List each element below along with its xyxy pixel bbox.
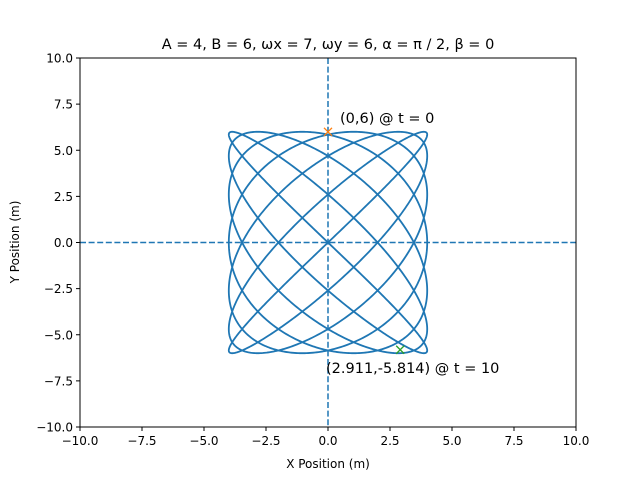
y-tick-label: −7.5 bbox=[44, 374, 73, 388]
x-tick-label: −10.0 bbox=[62, 434, 99, 448]
y-tick-label: 7.5 bbox=[54, 98, 73, 112]
x-tick-label: 5.0 bbox=[442, 434, 461, 448]
start-point-annotation: (0,6) @ t = 0 bbox=[340, 111, 434, 127]
chart-title: A = 4, B = 6, ωx = 7, ωy = 6, α = π / 2,… bbox=[162, 37, 495, 53]
y-tick-label: 0.0 bbox=[54, 236, 73, 250]
start-point-marker bbox=[323, 127, 333, 137]
y-tick-label: −5.0 bbox=[44, 328, 73, 342]
x-tick-label: 7.5 bbox=[504, 434, 523, 448]
x-tick-label: 10.0 bbox=[563, 434, 590, 448]
y-tick-label: 2.5 bbox=[54, 190, 73, 204]
y-tick-label: −10.0 bbox=[36, 421, 73, 435]
x-tick-label: −2.5 bbox=[251, 434, 280, 448]
y-axis-label: Y Position (m) bbox=[8, 201, 22, 285]
end-point-annotation: (2.911,-5.814) @ t = 10 bbox=[326, 361, 499, 377]
end-point-marker bbox=[395, 345, 405, 355]
x-axis-label: X Position (m) bbox=[286, 457, 370, 471]
y-tick-label: 5.0 bbox=[54, 144, 73, 158]
y-tick-label: −2.5 bbox=[44, 282, 73, 296]
y-tick-label: 10.0 bbox=[46, 52, 73, 66]
y-axis-ticks: −10.0 −7.5 −5.0 −2.5 0.0 2.5 5.0 7.5 10.0 bbox=[36, 52, 80, 435]
x-tick-label: −7.5 bbox=[127, 434, 156, 448]
x-tick-label: 0.0 bbox=[318, 434, 337, 448]
x-tick-label: −5.0 bbox=[189, 434, 218, 448]
lissajous-curve bbox=[227, 130, 429, 355]
x-tick-label: 2.5 bbox=[380, 434, 399, 448]
x-axis-ticks: −10.0 −7.5 −5.0 −2.5 0.0 2.5 5.0 7.5 10.0 bbox=[62, 427, 590, 448]
